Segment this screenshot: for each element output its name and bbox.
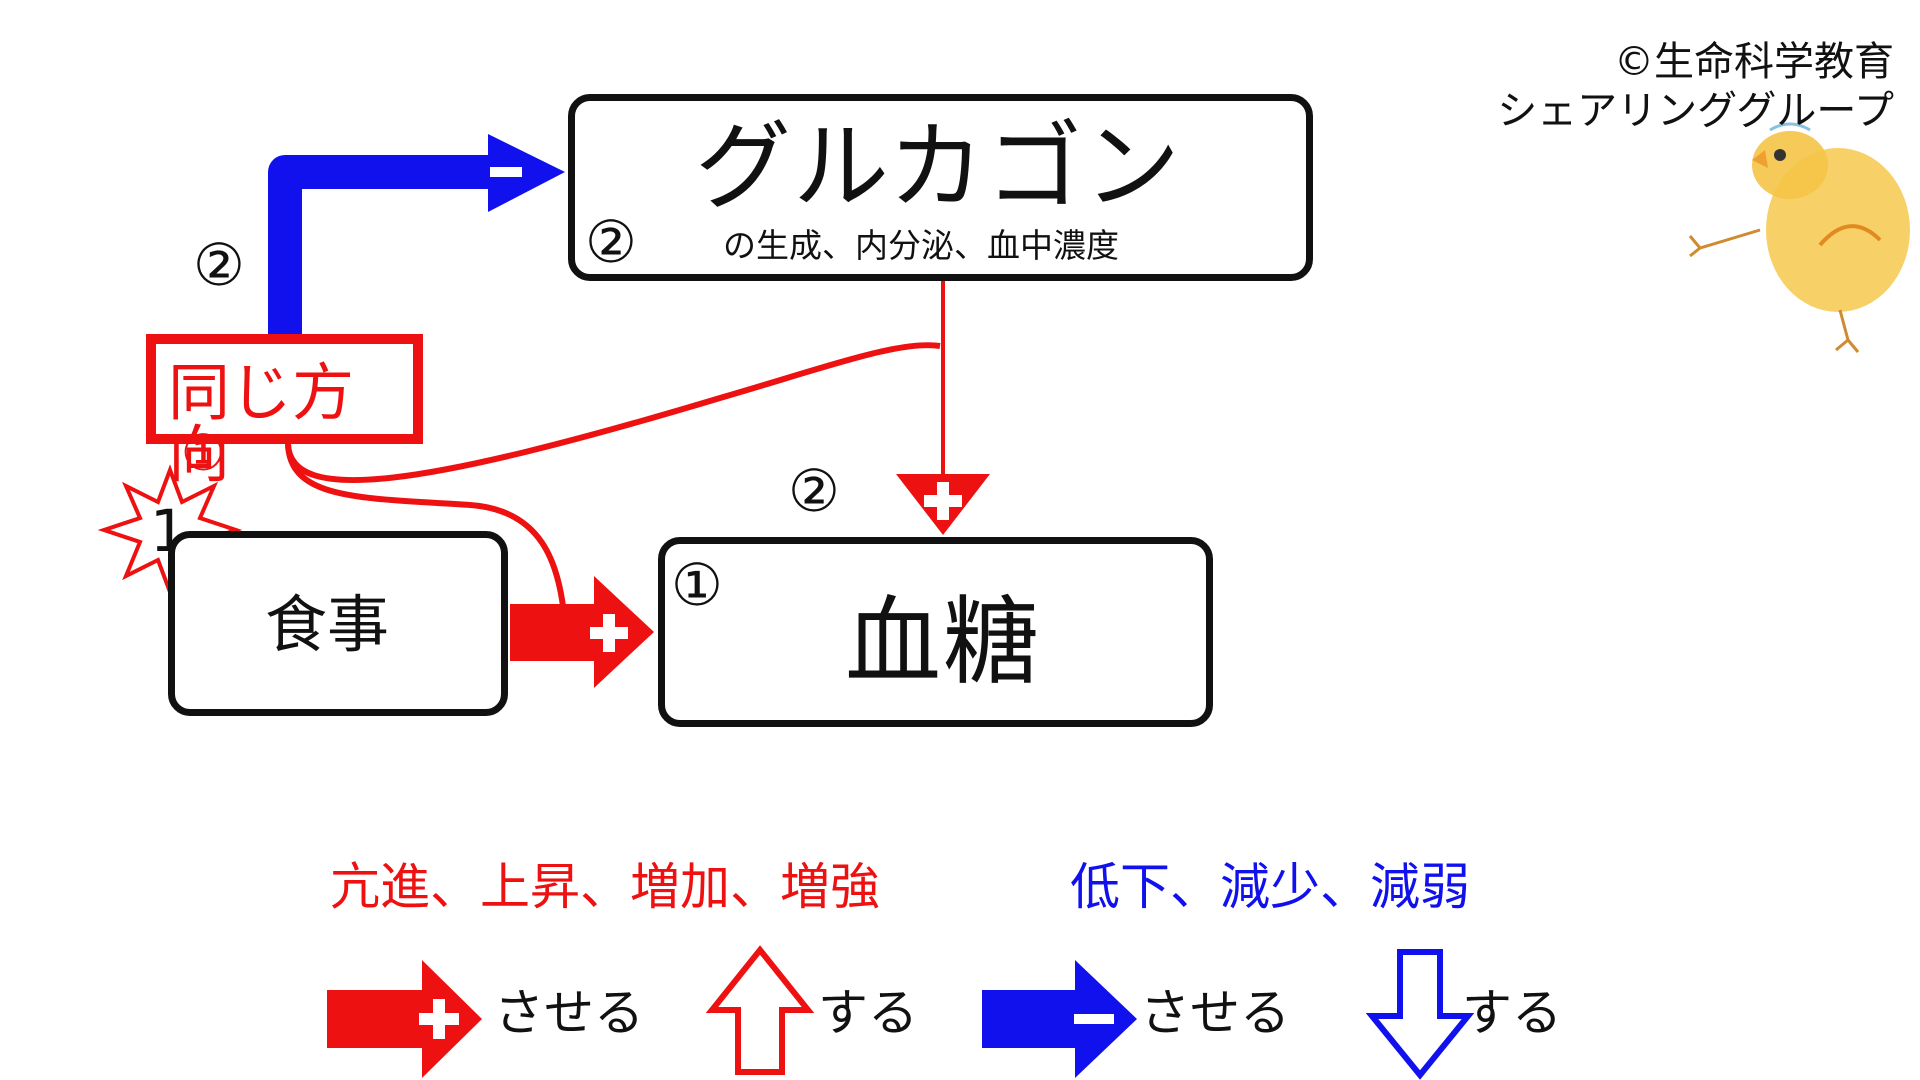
legend-self-increase-label: する — [818, 984, 918, 1042]
meal-node: 食事 — [168, 531, 508, 716]
legend-red-up-arrow — [705, 945, 815, 1075]
legend-self-decrease-label: する — [1462, 984, 1562, 1042]
glucagon-to-bloodsugar-arrow — [896, 281, 990, 535]
marker-2-left: ② — [193, 231, 245, 299]
same-direction-curves — [285, 342, 941, 626]
legend-blue-solid-arrow — [982, 960, 1137, 1078]
blue-inhibit-arrow — [268, 134, 565, 336]
legend-increase-words: 亢進、上昇、増加、増強 — [330, 858, 880, 916]
copyright-text: ©生命科学教育 シェアリンググループ — [1497, 38, 1894, 136]
legend-blue-down-arrow — [1365, 949, 1475, 1080]
legend-red-solid-arrow — [327, 960, 482, 1078]
marker-2-bloodsugar: ② — [788, 457, 840, 525]
marker-1-red: ① — [181, 424, 226, 482]
meal-to-bloodsugar-arrow — [510, 576, 654, 688]
same-direction-box: 同じ方向 — [146, 334, 423, 486]
legend-cause-decrease-label: させる — [1140, 984, 1290, 1042]
glucagon-title: グルカゴン — [695, 111, 1183, 223]
copyright-line2: シェアリンググループ — [1497, 87, 1894, 134]
legend-cause-increase-label: させる — [494, 984, 644, 1042]
same-direction-label: 同じ方向 — [168, 356, 355, 491]
chick-illustration — [1688, 122, 1910, 353]
glucagon-subtitle: の生成、内分泌、血中濃度 — [723, 226, 1119, 265]
meal-title: 食事 — [265, 588, 390, 661]
blood-sugar-node: ① 血糖 — [658, 537, 1213, 727]
glucagon-marker: ② — [585, 208, 637, 276]
blood-sugar-marker: ① — [671, 551, 723, 619]
legend-decrease-words: 低下、減少、減弱 — [1070, 858, 1470, 916]
copyright-line1: ©生命科学教育 — [1614, 39, 1894, 85]
glucagon-node: グルカゴン の生成、内分泌、血中濃度 ② — [568, 94, 1313, 281]
blood-sugar-title: 血糖 — [845, 586, 1041, 698]
